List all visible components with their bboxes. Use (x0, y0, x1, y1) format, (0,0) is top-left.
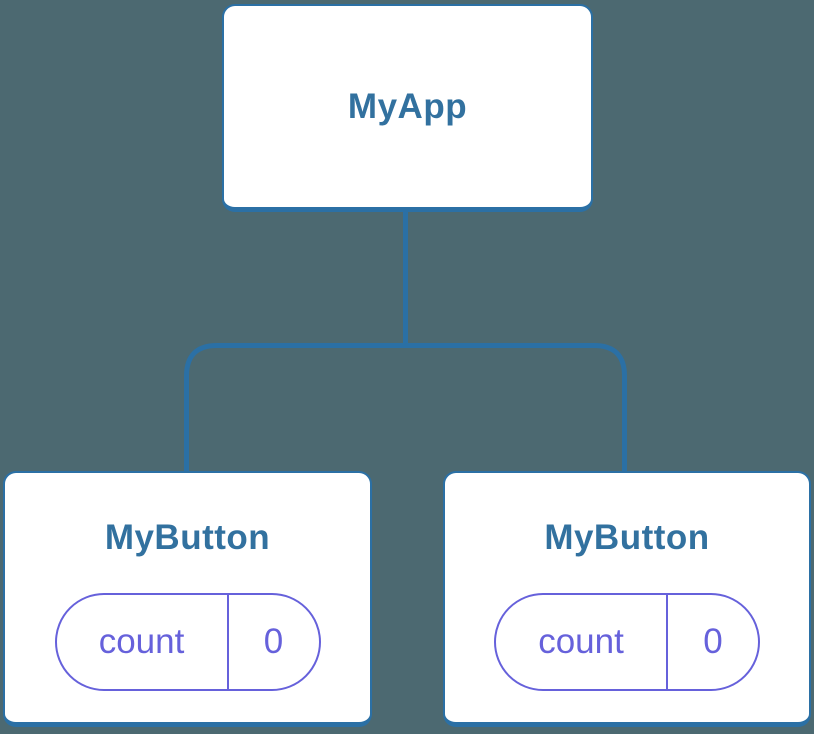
tree-node-mybutton-right: MyButton count 0 (443, 471, 811, 727)
tree-node-myapp: MyApp (222, 4, 593, 212)
state-key-cell: count (496, 595, 668, 689)
state-value-label: 0 (263, 622, 284, 661)
state-key-cell: count (57, 595, 229, 689)
node-label-mybutton-right: MyButton (544, 518, 710, 557)
state-value-cell: 0 (668, 595, 758, 689)
node-label-mybutton-left: MyButton (104, 518, 271, 557)
state-pill-left: count 0 (54, 593, 321, 691)
state-key-label: count (538, 622, 624, 661)
state-value-cell: 0 (229, 595, 319, 689)
state-key-label: count (98, 622, 185, 661)
children-bracket-line (184, 343, 627, 472)
state-value-label: 0 (703, 622, 723, 661)
state-pill-right: count 0 (494, 593, 760, 691)
tree-node-mybutton-left: MyButton count 0 (3, 471, 372, 727)
node-label-myapp: MyApp (347, 86, 468, 126)
